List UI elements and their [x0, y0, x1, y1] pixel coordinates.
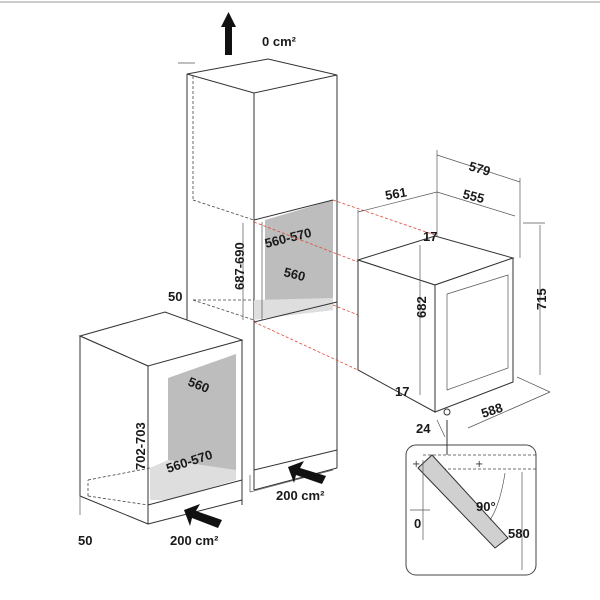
door-clearance-label: 580	[508, 526, 530, 541]
base-niche-height-label: 702-703	[133, 422, 148, 470]
door-open-depth-label: 588	[479, 400, 504, 421]
tall-vent-arrow-icon	[288, 461, 326, 484]
body-height-label: 682	[414, 296, 429, 318]
tall-niche-width-label: 560	[282, 264, 307, 284]
tall-niche-height-label: 687-690	[232, 242, 247, 290]
base-bottom-vent-label: 200 cm²	[170, 533, 219, 548]
cooler-dimension-lines	[357, 150, 551, 438]
tall-cabinet	[186, 58, 338, 493]
total-depth-label: 579	[467, 158, 492, 178]
top-vent-label: 0 cm²	[262, 34, 297, 49]
base-plinth-gap-label: 50	[78, 533, 92, 548]
door-thickness-label: 24	[416, 421, 431, 436]
svg-text:+: +	[412, 459, 420, 470]
wine-cooler	[356, 235, 515, 416]
tall-bottom-vent-label: 200 cm²	[276, 488, 325, 503]
width-label: 561	[384, 184, 408, 203]
base-vent-arrow-icon	[184, 504, 222, 528]
projection-lines	[253, 199, 436, 371]
body-depth-label: 555	[461, 186, 486, 206]
total-height-label: 715	[534, 288, 549, 310]
svg-text:+: +	[475, 459, 483, 470]
airflow-up-arrow-icon	[221, 12, 236, 55]
top-gap-label: 17	[423, 229, 437, 244]
base-cabinet	[78, 311, 244, 525]
tall-side-gap-label: 50	[168, 289, 182, 304]
door-offset-label: 0	[414, 516, 421, 531]
door-opening-detail: + +	[405, 420, 537, 576]
door-angle-label: 90°	[476, 499, 496, 514]
bottom-gap-label: 17	[395, 384, 409, 399]
